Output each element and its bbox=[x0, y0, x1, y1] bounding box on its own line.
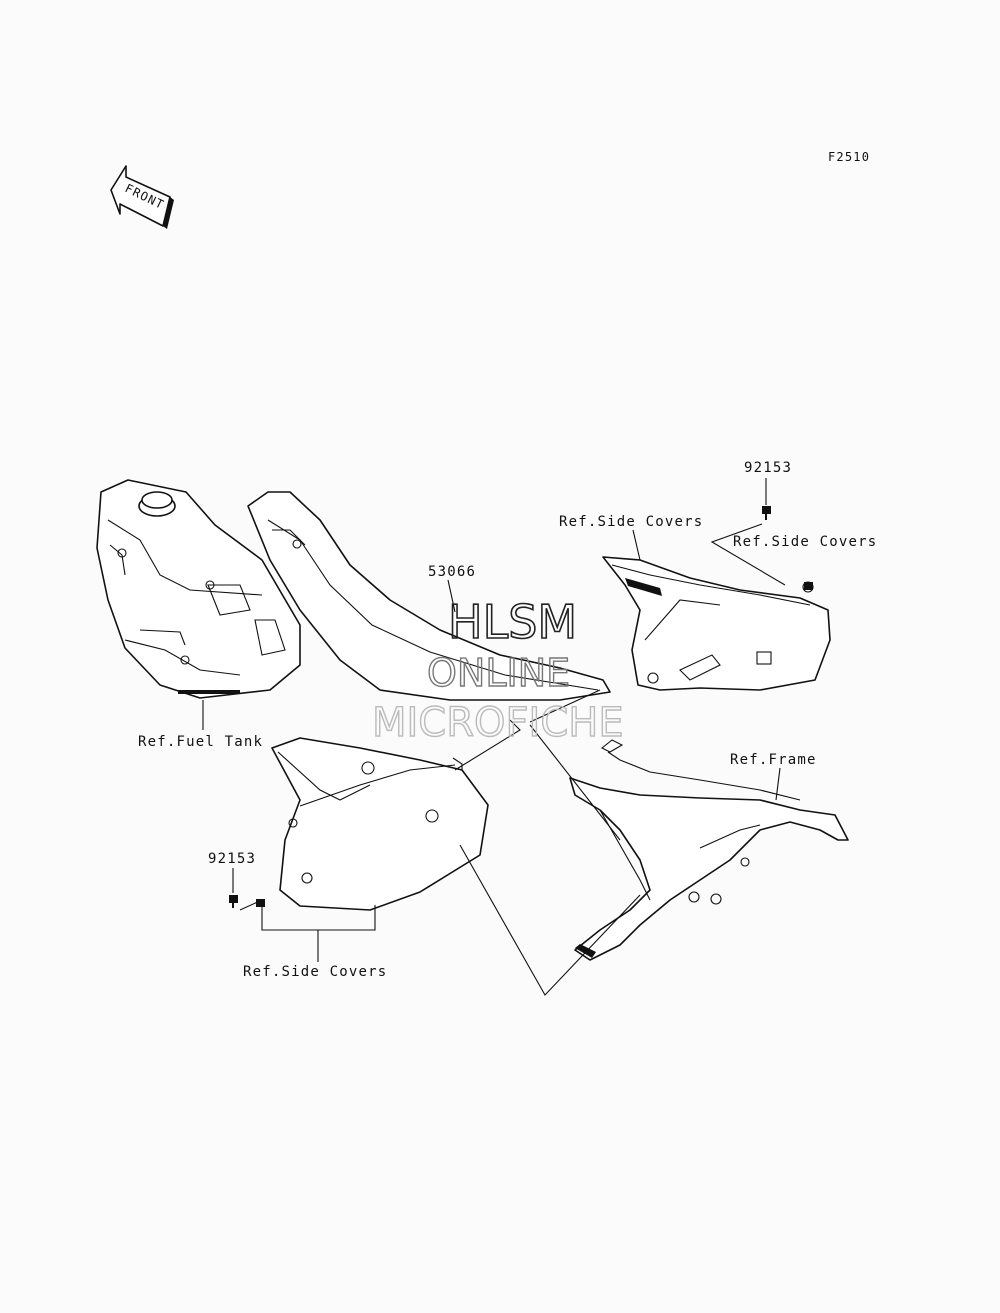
side-cover-left-illustration bbox=[271, 737, 489, 911]
label-ref-fuel-tank: Ref.Fuel Tank bbox=[138, 734, 263, 750]
label-ref-side-covers-right: Ref.Side Covers bbox=[733, 534, 877, 550]
bolt-icon bbox=[229, 895, 238, 908]
label-ref-side-covers-top: Ref.Side Covers bbox=[559, 514, 703, 530]
fuel-tank-illustration bbox=[96, 479, 301, 699]
rear-frame-illustration bbox=[569, 739, 849, 961]
watermark-online: ONLINE bbox=[427, 651, 570, 695]
bolt-icon bbox=[804, 582, 813, 590]
watermark-microfiche: MICROFICHE bbox=[372, 700, 624, 746]
label-ref-side-covers-bottom: Ref.Side Covers bbox=[243, 964, 387, 980]
bolt-icon bbox=[762, 506, 771, 520]
seat-illustration bbox=[247, 491, 611, 701]
label-92153-top: 92153 bbox=[744, 460, 792, 476]
label-92153-left: 92153 bbox=[208, 851, 256, 867]
figure-code: F2510 bbox=[828, 150, 870, 164]
bolt-icon bbox=[256, 899, 265, 907]
watermark-hlsm: HLSM bbox=[448, 595, 577, 649]
front-arrow-icon: FRONT bbox=[110, 165, 174, 229]
side-cover-right-illustration bbox=[602, 556, 831, 691]
label-ref-frame: Ref.Frame bbox=[730, 752, 817, 768]
label-53066: 53066 bbox=[428, 564, 476, 580]
leader-lines bbox=[202, 478, 786, 996]
